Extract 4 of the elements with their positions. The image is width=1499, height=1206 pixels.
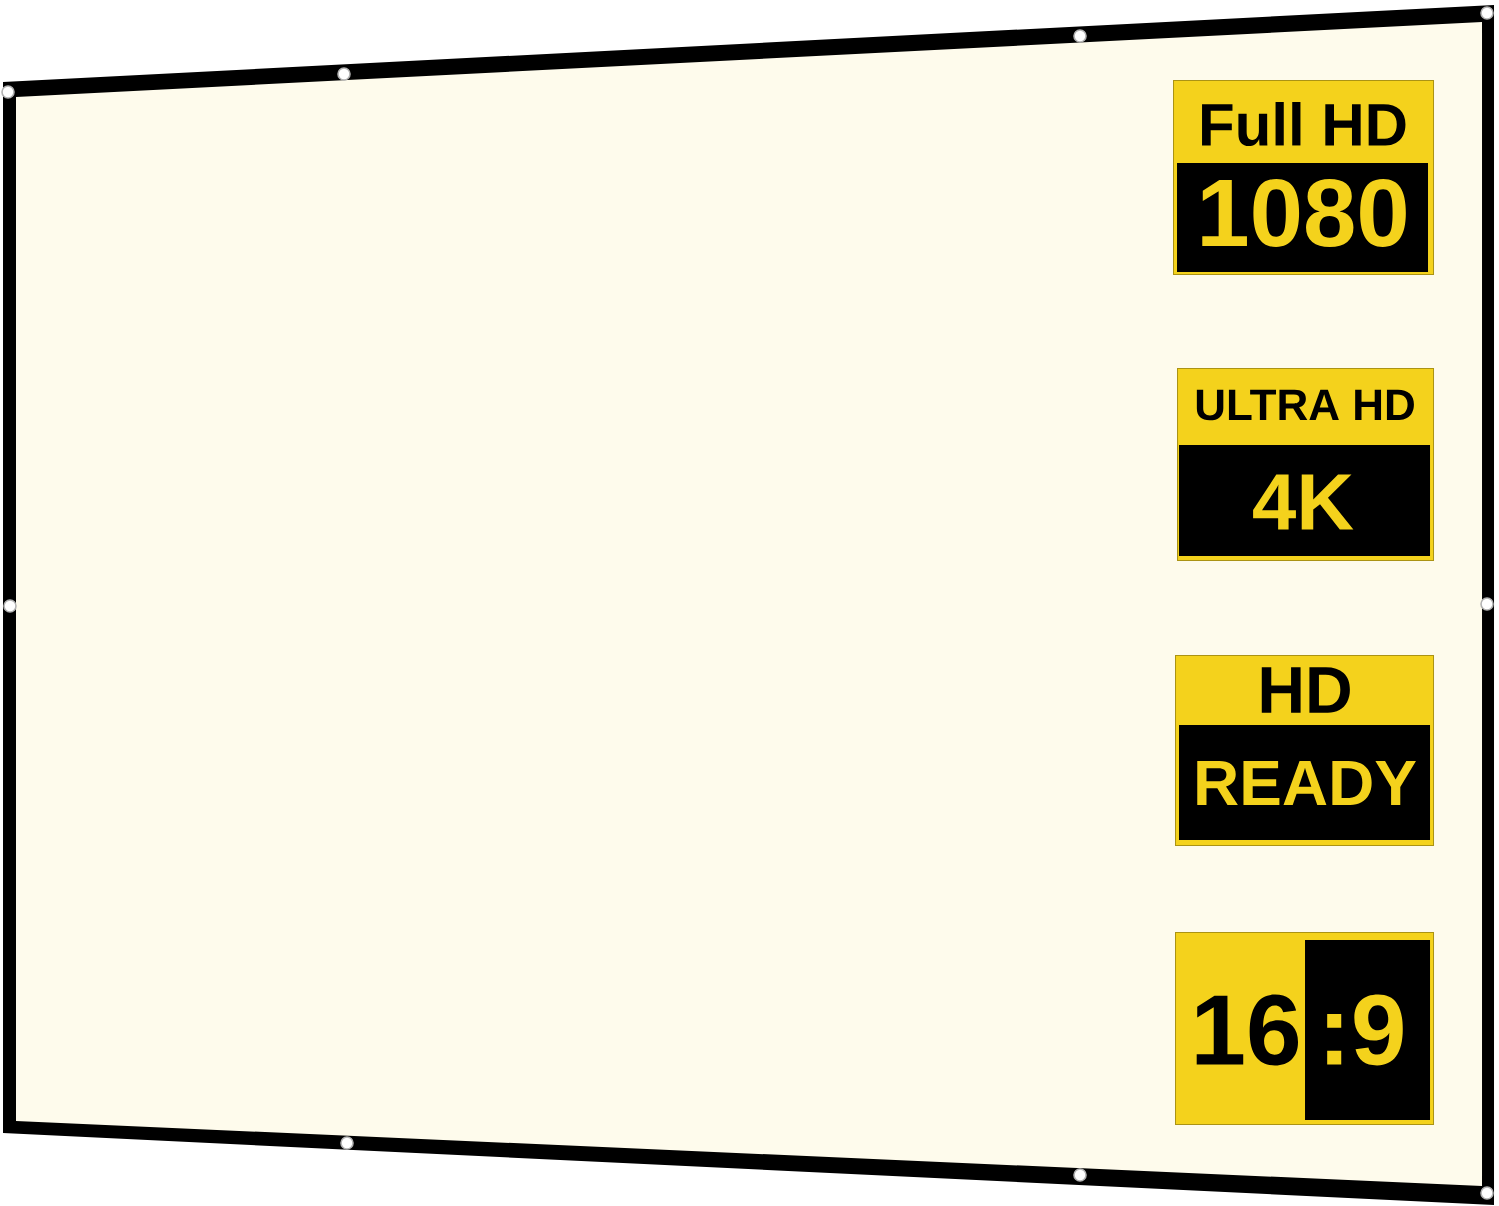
badge: 16 :9 [1175,932,1434,1125]
badge: Full HD 1080 [1173,80,1434,275]
badge: HD READY [1175,655,1434,846]
badge: ULTRA HD 4K [1177,368,1434,561]
